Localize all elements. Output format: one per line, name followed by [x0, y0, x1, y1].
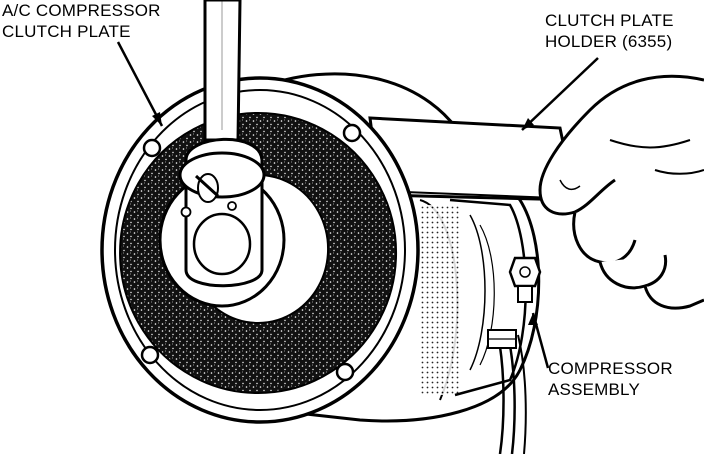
leader-holder: [521, 57, 599, 131]
mounting-holes: [140, 123, 362, 382]
label-clutch-plate-line2: CLUTCH PLATE: [2, 22, 131, 41]
label-clutch-plate-line1: A/C COMPRESSOR: [2, 1, 161, 20]
leader-clutch-plate: [116, 41, 164, 127]
label-compressor-line1: COMPRESSOR: [548, 359, 673, 378]
label-clutch-plate: A/C COMPRESSOR CLUTCH PLATE: [2, 0, 161, 42]
label-holder-line1: CLUTCH PLATE: [545, 11, 674, 30]
label-compressor-assembly: COMPRESSOR ASSEMBLY: [548, 358, 673, 400]
leader-lines: [116, 41, 599, 369]
label-clutch-plate-holder: CLUTCH PLATE HOLDER (6355): [545, 10, 674, 52]
label-holder-line2: HOLDER (6355): [545, 32, 673, 51]
ratchet-wrench: [178, 0, 266, 288]
label-compressor-line2: ASSEMBLY: [548, 380, 640, 399]
hand-drawing: [538, 74, 704, 310]
